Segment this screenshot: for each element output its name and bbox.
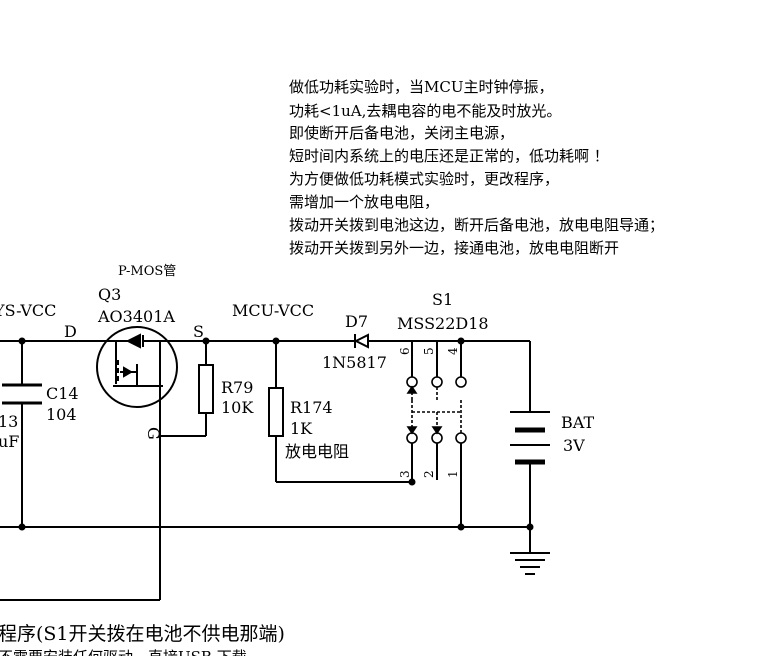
capacitor-c14 [2,383,42,405]
note-line-6: 需增加一个放电电阻， [289,193,439,211]
q3-pin-g: G [144,427,163,440]
diode-d7 [353,333,369,349]
q3-ref: Q3 [98,285,121,304]
c13-partial: 13 [0,412,18,431]
pmos-q3-symbol [96,326,178,408]
r79-ref: R79 [221,378,253,397]
c14-ref: C14 [46,384,79,403]
d7-ref: D7 [345,312,368,331]
r174-value: 1K [290,419,313,438]
note-line-4: 短时间内系统上的电压还是正常的，低功耗啊 ！ [289,147,609,165]
wires [0,340,531,601]
notes-block: 做低功耗实验时，当MCU主时钟停振， 功耗<1uA,去耦电容的电不能及时放光。 … [289,78,664,257]
bottom-line-1: 程序(S1开关拨在电池不供电那端) [0,623,285,645]
labels: P-MOS管 Q3 AO3401A D S G YS-VCC MCU-VCC C… [0,264,594,478]
r174-ref: R174 [290,398,333,417]
bat-ref: BAT [561,413,594,432]
q3-pin-s: S [193,322,204,341]
c14-value: 104 [46,405,77,424]
uf-partial: uF [0,432,19,451]
q3-part: AO3401A [97,307,175,326]
junctions [18,337,534,531]
note-line-7: 拨动开关拨到电池这边，断开后备电池，放电电阻导通； [289,216,664,234]
resistor-r79 [198,364,214,414]
q3-type-note: P-MOS管 [118,264,176,279]
r174-desc: 放电电阻 [285,442,349,461]
s1-pin-4: 4 [446,347,460,355]
note-line-8: 拨动开关拨到另外一边，接通电池，放电电阻断开 [289,239,619,257]
note-line-5: 为方便做低功耗模式实验时，更改程序， [289,170,559,188]
switch-s1 [406,341,467,480]
s1-pin-6: 6 [398,347,412,355]
s1-pin-1: 1 [446,470,460,478]
bottom-line-2: 不需要安装任何驱动，直接USB 下载 [0,648,247,656]
battery-bat [510,411,550,465]
d7-part: 1N5817 [322,353,387,372]
s1-ref: S1 [432,290,453,309]
ground-icon [510,548,550,575]
bat-value: 3V [563,436,585,455]
s1-pin-2: 2 [422,470,436,478]
note-line-3: 即使断开后备电池，关闭主电源， [289,124,514,142]
sys-vcc-label: YS-VCC [0,301,56,320]
note-line-1: 做低功耗实验时，当MCU主时钟停振， [289,78,553,96]
s1-pin-5: 5 [422,347,436,355]
s1-part: MSS22D18 [397,314,489,333]
q3-pin-d: D [64,322,77,341]
r79-value: 10K [221,398,254,417]
resistor-r174 [268,387,284,437]
mcu-vcc-label: MCU-VCC [232,301,314,320]
s1-pin-3: 3 [398,470,412,478]
note-line-2: 功耗<1uA,去耦电容的电不能及时放光。 [289,102,561,120]
